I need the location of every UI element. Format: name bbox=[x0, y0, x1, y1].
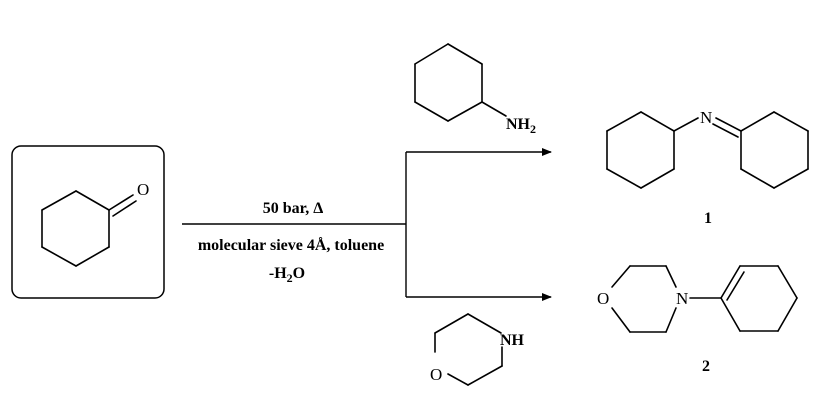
starting-material-cyclohexanone: O bbox=[11, 145, 165, 299]
amine-nh2-label: NH2 bbox=[506, 116, 536, 136]
reaction-lines bbox=[182, 148, 552, 301]
carbonyl-double-bond bbox=[108, 194, 137, 217]
imine-nitrogen-label: N bbox=[700, 108, 712, 127]
product-1-imine: N bbox=[606, 108, 809, 189]
condition-sieve-solvent: molecular sieve 4Å, toluene bbox=[198, 236, 384, 254]
product-2-number: 2 bbox=[702, 358, 710, 375]
starting-material-box bbox=[11, 145, 165, 299]
morpholine-oxygen-label: O bbox=[430, 365, 442, 384]
cyclohexanone-ring bbox=[41, 190, 110, 267]
reagent-cyclohexylamine: NH2 bbox=[414, 43, 536, 136]
product-2-enamine: O N bbox=[597, 265, 798, 333]
enamine-nitrogen-label: N bbox=[676, 289, 688, 308]
morpholine-nh-label: NH bbox=[500, 332, 525, 349]
enamine-oxygen-label: O bbox=[597, 289, 609, 308]
condition-water-loss: -H2O bbox=[269, 265, 305, 285]
product-1-number: 1 bbox=[704, 210, 712, 227]
carbonyl-oxygen-label: O bbox=[137, 180, 149, 199]
reagent-morpholine: NH O bbox=[430, 313, 525, 386]
condition-pressure-heat: 50 bar, Δ bbox=[263, 200, 324, 217]
